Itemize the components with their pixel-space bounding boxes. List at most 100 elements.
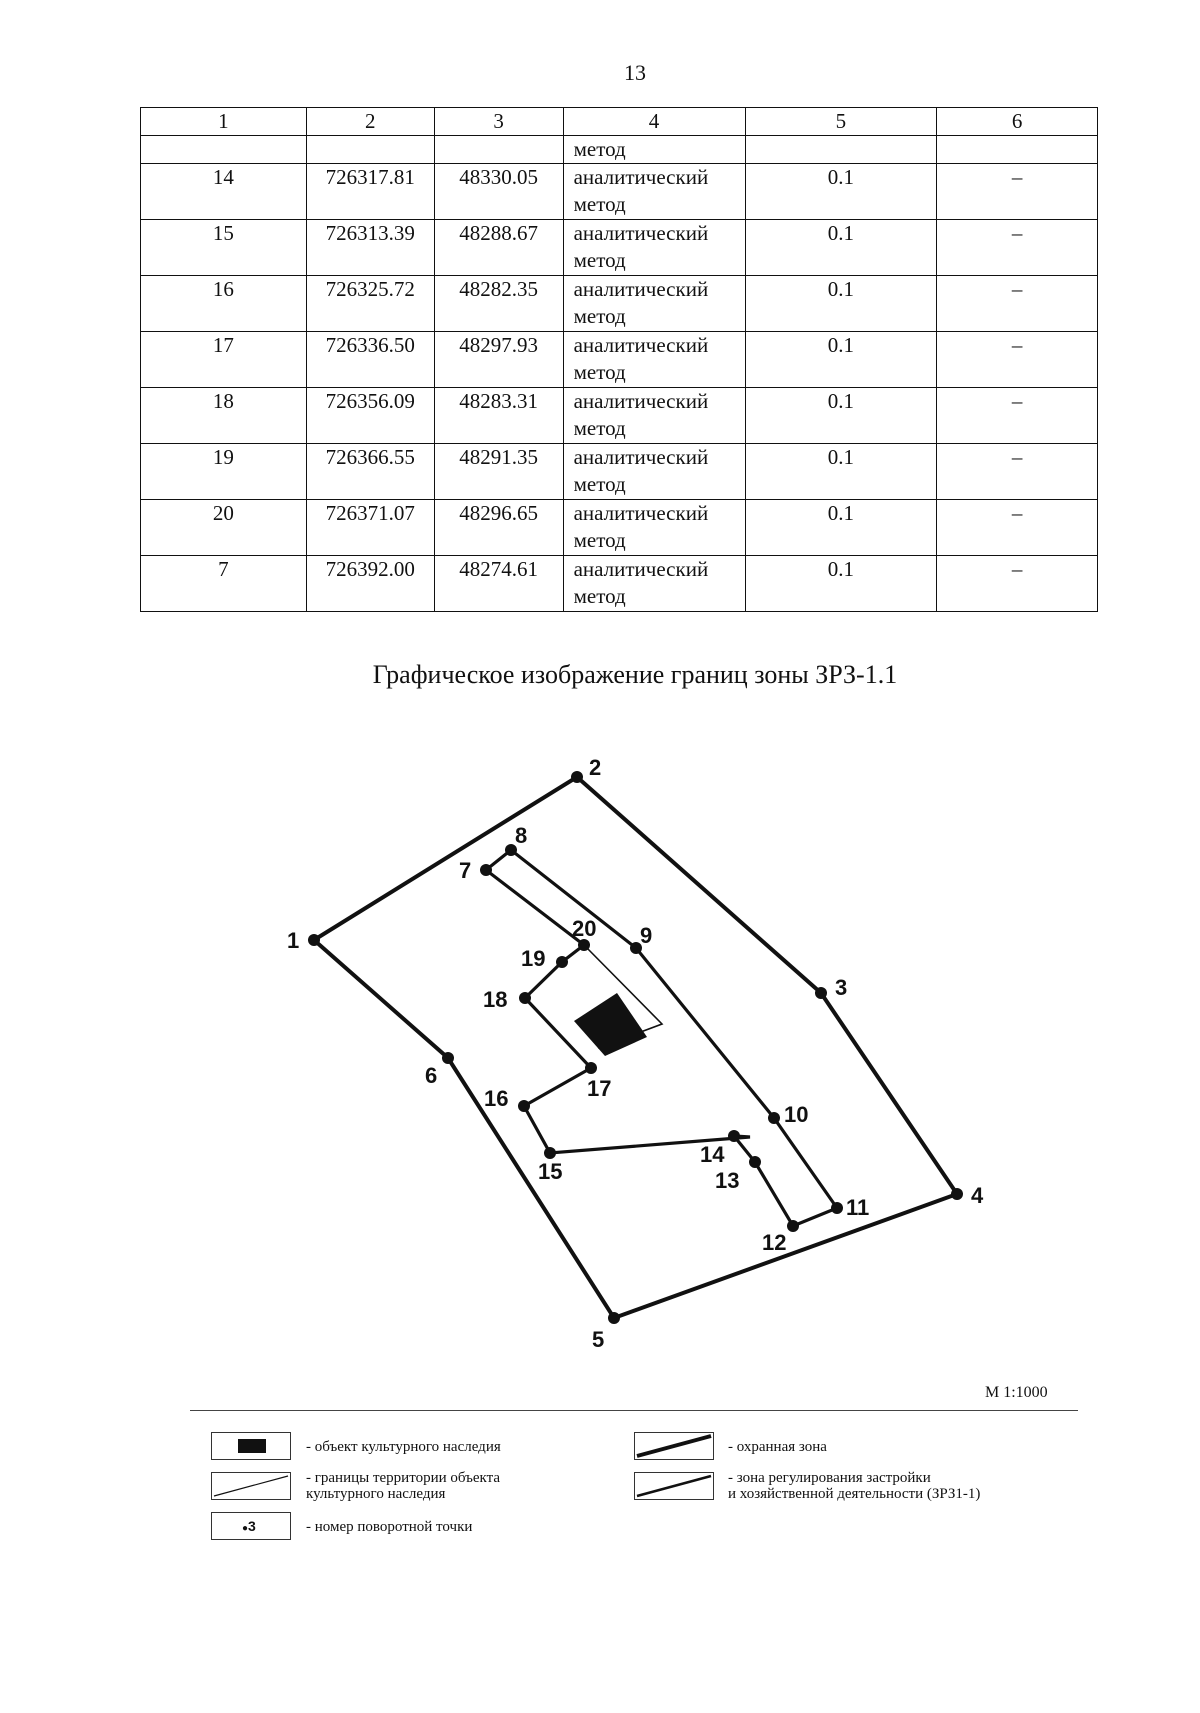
legend-regulation-zone-line1: - зона регулирования застройки — [728, 1470, 931, 1486]
point-label-12: 12 — [762, 1230, 786, 1255]
heritage-territory-boundary — [523, 961, 592, 1069]
method-line: метод — [573, 304, 626, 328]
y-coordinate-cell: 48283.31 — [433, 387, 564, 444]
point-label-9: 9 — [640, 923, 652, 948]
method-line: метод — [573, 192, 626, 216]
turning-point-20 — [578, 939, 590, 951]
point-cell: 20 — [140, 499, 307, 556]
method-cell: аналитический метод — [562, 331, 746, 388]
legend-regulation-zone-line2: и хозяйственной деятельности (ЗРЗ1-1) — [728, 1486, 981, 1502]
legend-divider — [190, 1410, 1078, 1411]
point-label-15: 15 — [538, 1159, 562, 1184]
turning-point-11 — [831, 1202, 843, 1214]
accuracy-cell: 0.1 — [744, 275, 938, 332]
x-coordinate-cell: 726317.81 — [305, 163, 435, 220]
method-line: аналитический — [573, 333, 709, 357]
point-label-17: 17 — [587, 1076, 611, 1101]
y-coordinate-cell: 48274.61 — [433, 555, 564, 612]
turning-point-1 — [308, 934, 320, 946]
method-line: аналитический — [573, 501, 709, 525]
column-header: 6 — [936, 107, 1098, 136]
method-cell: аналитический метод — [562, 555, 746, 612]
point-label-14: 14 — [700, 1142, 725, 1167]
point-number-sample: 3 — [248, 1518, 256, 1534]
point-label-19: 19 — [521, 946, 545, 971]
point-label-8: 8 — [515, 823, 527, 848]
x-coordinate-cell: 726325.72 — [305, 275, 435, 332]
thin-line-icon — [213, 1475, 289, 1497]
turning-point-17 — [585, 1062, 597, 1074]
legend-heritage-object: - объект культурного наследия — [306, 1439, 501, 1455]
legend-swatch-heritage-object — [211, 1432, 291, 1460]
legend-swatch-regulation-zone — [634, 1472, 714, 1500]
table-cell: метод — [562, 135, 746, 164]
x-coordinate-cell: 726336.50 — [305, 331, 435, 388]
y-coordinate-cell: 48291.35 — [433, 443, 564, 500]
turning-point-13 — [749, 1156, 761, 1168]
y-coordinate-cell: 48288.67 — [433, 219, 564, 276]
turning-points — [308, 771, 963, 1324]
accuracy-cell: 0.1 — [744, 555, 938, 612]
method-line: аналитический — [573, 557, 709, 581]
column-header: 3 — [433, 107, 564, 136]
heritage-object — [574, 993, 647, 1056]
turning-point-8 — [505, 844, 517, 856]
thick-line-icon — [636, 1434, 712, 1458]
x-coordinate-cell: 726371.07 — [305, 499, 435, 556]
point-cell: 19 — [140, 443, 307, 500]
method-line: метод — [573, 360, 626, 384]
point-label-6: 6 — [425, 1063, 437, 1088]
point-cell: 16 — [140, 275, 307, 332]
note-cell: – — [936, 555, 1098, 612]
accuracy-cell: 0.1 — [744, 331, 938, 388]
note-cell: – — [936, 275, 1098, 332]
method-line: аналитический — [573, 165, 709, 189]
method-line: метод — [573, 416, 626, 440]
method-line: метод — [573, 472, 626, 496]
point-label-10: 10 — [784, 1102, 808, 1127]
legend-swatch-point-number: ●3 — [211, 1512, 291, 1540]
accuracy-cell: 0.1 — [744, 387, 938, 444]
method-line: аналитический — [573, 221, 709, 245]
legend-point-number: - номер поворотной точки — [306, 1519, 473, 1535]
point-cell: 18 — [140, 387, 307, 444]
method-line: метод — [573, 584, 626, 608]
turning-point-15 — [544, 1147, 556, 1159]
turning-point-9 — [630, 942, 642, 954]
protection-zone-boundary — [310, 774, 961, 1321]
point-label-5: 5 — [592, 1327, 604, 1352]
legend-swatch-protection-zone — [634, 1432, 714, 1460]
point-label-2: 2 — [589, 755, 601, 780]
accuracy-cell: 0.1 — [744, 163, 938, 220]
turning-point-5 — [608, 1312, 620, 1324]
point-cell: 15 — [140, 219, 307, 276]
method-line: метод — [573, 248, 626, 272]
method-line: аналитический — [573, 445, 709, 469]
x-coordinate-cell: 726366.55 — [305, 443, 435, 500]
y-coordinate-cell: 48297.93 — [433, 331, 564, 388]
x-coordinate-cell: 726356.09 — [305, 387, 435, 444]
point-label-1: 1 — [287, 928, 299, 953]
turning-point-14 — [728, 1130, 740, 1142]
legend-heritage-territory-line1: - границы территории объекта — [306, 1470, 501, 1486]
column-header: 1 — [140, 107, 307, 136]
turning-point-10 — [768, 1112, 780, 1124]
table-header-row: 1 2 3 4 5 6 — [140, 107, 1098, 136]
heritage-object-icon — [238, 1439, 266, 1453]
point-cell: 17 — [140, 331, 307, 388]
legend-heritage-territory-line2: культурного наследия — [306, 1486, 446, 1502]
method-cell: аналитический метод — [562, 163, 746, 220]
point-number-icon: ●3 — [242, 1518, 256, 1534]
medium-line-icon — [636, 1474, 712, 1498]
point-labels: 1 2 3 4 5 6 7 8 9 10 11 12 13 14 15 16 1… — [287, 755, 984, 1352]
point-label-13: 13 — [715, 1168, 739, 1193]
turning-point-16 — [518, 1100, 530, 1112]
method-line: аналитический — [573, 277, 709, 301]
